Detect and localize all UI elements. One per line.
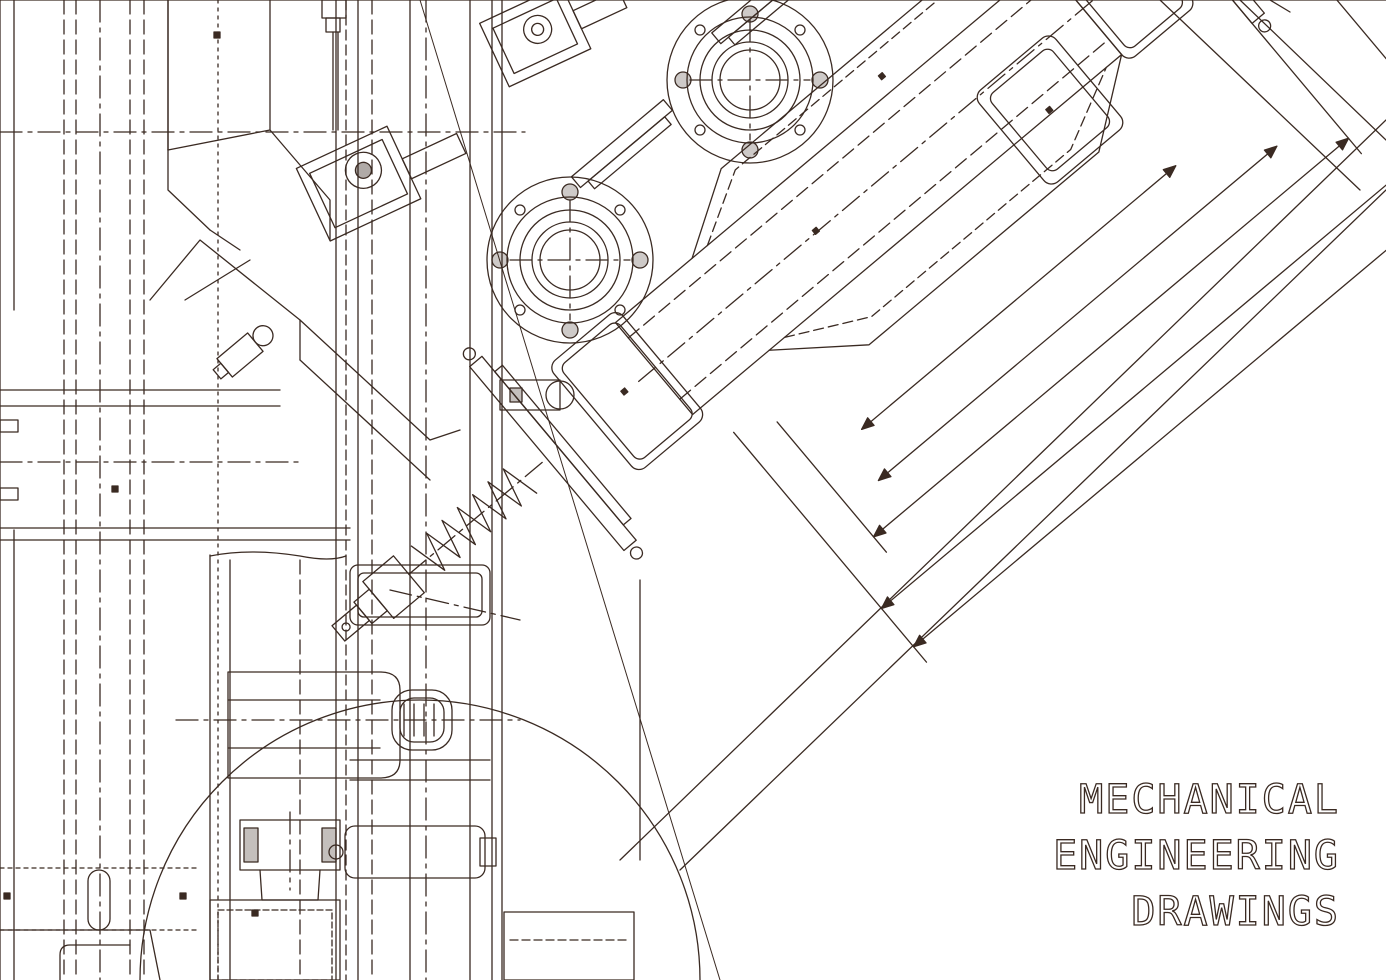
upper-motor: [479, 0, 628, 88]
lower-nut-assembly: [209, 811, 497, 980]
extension-lines: [0, 0, 1386, 871]
bolt-assembly: [212, 325, 274, 380]
left-column-frame: [0, 0, 526, 980]
top-piston-rod: [321, 0, 347, 131]
lower-right-block: [349, 564, 635, 980]
left-valve: [499, 379, 575, 411]
hopper-chute: [149, 129, 461, 481]
lower-motor: [295, 125, 467, 242]
caption-line-2: ENGINEERING: [1052, 832, 1340, 879]
caption-line-3: DRAWINGS: [1131, 888, 1340, 935]
caption-line-1: MECHANICAL: [1079, 776, 1340, 823]
upper-gear-flange: [666, 0, 834, 164]
lower-arc: [139, 0, 721, 980]
left-lower-pipe: [0, 551, 347, 980]
top-right-box: [976, 35, 1124, 185]
link-arm: [227, 671, 491, 781]
lower-gear-flange: [486, 176, 654, 344]
drawing-caption: MECHANICAL ENGINEERING DRAWINGS: [1052, 772, 1340, 940]
diagonal-assembly: [331, 0, 1386, 663]
